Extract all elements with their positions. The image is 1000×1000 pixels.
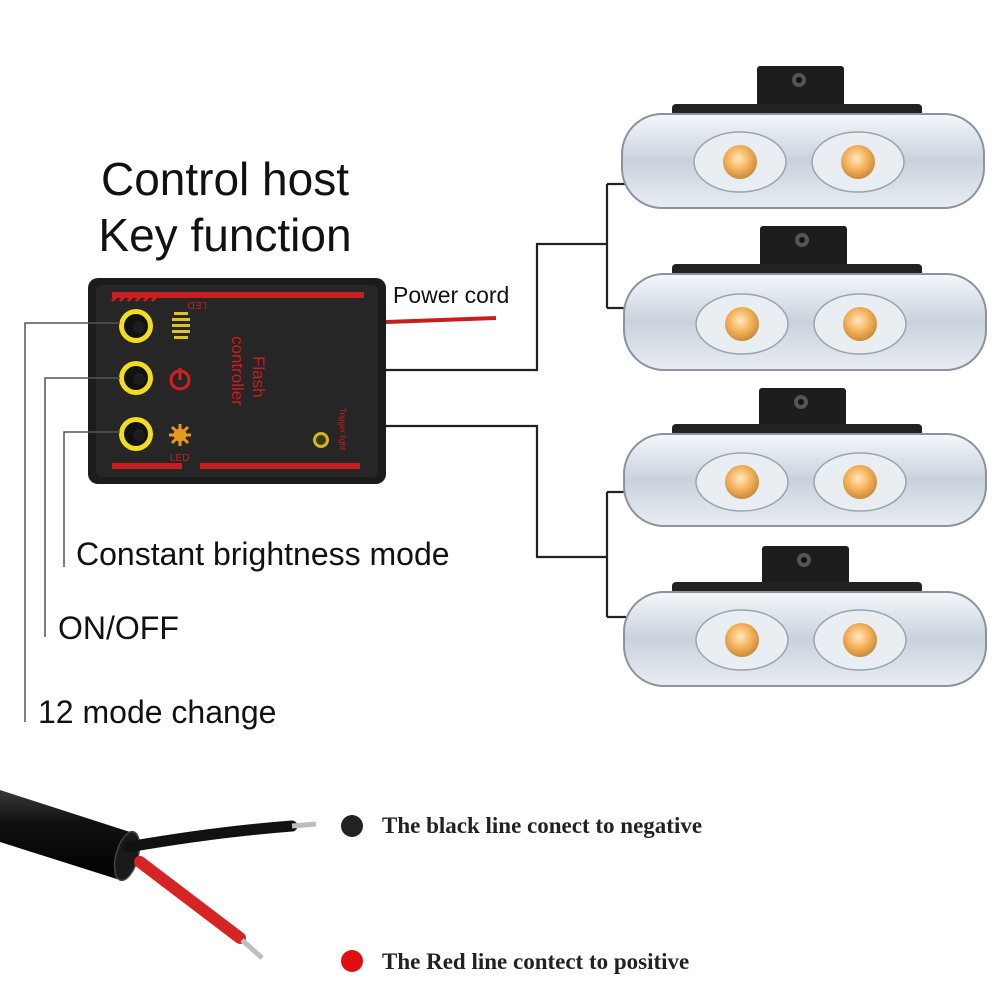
constant-brightness-label: Constant brightness mode xyxy=(76,536,450,572)
power-cord-wire xyxy=(385,316,497,324)
led-bottom-label: LED xyxy=(170,453,189,464)
led-top-label: LED xyxy=(188,299,207,310)
title-line-2: Key function xyxy=(98,209,352,261)
constant-brightness-button[interactable] xyxy=(119,417,153,451)
trigger-light-label: Trigger light xyxy=(338,408,347,451)
strobe-lamp-2 xyxy=(623,226,987,371)
black-dot-icon xyxy=(341,815,363,837)
power-icon xyxy=(169,368,191,391)
red-line-note: The Red line contect to positive xyxy=(382,949,690,974)
mode-change-label: 12 mode change xyxy=(38,694,277,730)
power-cord-label: Power cord xyxy=(393,282,510,308)
sun-icon xyxy=(169,424,191,446)
red-dot-icon xyxy=(341,950,363,972)
on-off-label: ON/OFF xyxy=(58,610,179,646)
strobe-lamp-1 xyxy=(621,66,985,209)
black-line-note: The black line conect to negative xyxy=(382,813,703,838)
lamp-wires xyxy=(386,182,626,619)
trigger-light-indicator xyxy=(313,432,329,448)
strobe-lamp-3 xyxy=(623,388,987,527)
mode-change-button[interactable] xyxy=(119,309,153,343)
controller-label-2: controller xyxy=(228,336,247,406)
button-leader-lines xyxy=(24,322,120,722)
on-off-button[interactable] xyxy=(119,361,153,395)
title-line-1: Control host xyxy=(100,153,349,205)
controller-label-1: Flash xyxy=(249,356,268,398)
strobe-lamp-4 xyxy=(623,546,987,687)
power-cable xyxy=(0,790,317,960)
flash-controller: Flash controller LED LED Trigger light xyxy=(88,278,386,484)
mode-bars-icon xyxy=(172,312,190,339)
